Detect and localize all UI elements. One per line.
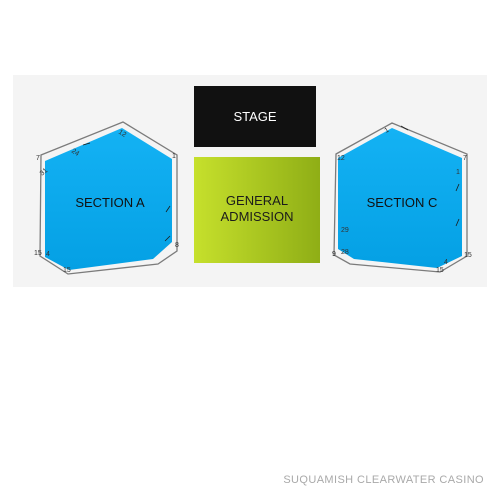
row-number: 8 — [175, 242, 179, 249]
row-number: 7 — [36, 155, 40, 162]
row-number: 15 — [63, 267, 71, 274]
row-number: 4 — [444, 259, 448, 266]
general-admission-label-line1: GENERAL — [226, 193, 288, 208]
general-admission-section[interactable]: GENERAL ADMISSION — [194, 157, 320, 263]
general-admission-label-line2: ADMISSION — [221, 209, 294, 224]
row-number: 12 — [337, 155, 345, 162]
row-number: 28 — [341, 249, 349, 256]
stage[interactable]: STAGE — [194, 86, 316, 147]
section-c-aisle-marks — [400, 125, 460, 227]
row-number: 4 — [46, 251, 50, 258]
row-number: 15 — [436, 267, 444, 274]
row-number: 1 — [172, 153, 176, 160]
section-a-outline — [39, 121, 178, 275]
row-number: 9 — [332, 251, 336, 258]
section-c-label: SECTION C — [367, 195, 438, 210]
row-number: 7 — [463, 155, 467, 162]
section-a-aisle-marks — [82, 142, 171, 242]
row-number: 1 — [456, 169, 460, 176]
row-number: 29 — [341, 227, 349, 234]
section-a-row-numbers: 12 24 7 31 15 4 15 1 8 — [34, 129, 179, 274]
stage-label: STAGE — [233, 109, 276, 124]
section-c-row-numbers: 1 12 29 9 28 7 1 15 4 15 — [332, 127, 472, 274]
section-a-shape — [45, 128, 172, 270]
row-number: 12 — [117, 129, 127, 139]
row-number: 15 — [34, 250, 42, 257]
row-number: 31 — [39, 167, 50, 177]
row-number: 24 — [70, 148, 80, 158]
section-a[interactable]: SECTION A — [39, 121, 178, 275]
row-number: 15 — [464, 252, 472, 259]
row-number: 1 — [384, 127, 391, 135]
section-c-shape — [338, 128, 462, 268]
venue-name: SUQUAMISH CLEARWATER CASINO — [283, 474, 484, 486]
section-a-label: SECTION A — [75, 195, 145, 210]
